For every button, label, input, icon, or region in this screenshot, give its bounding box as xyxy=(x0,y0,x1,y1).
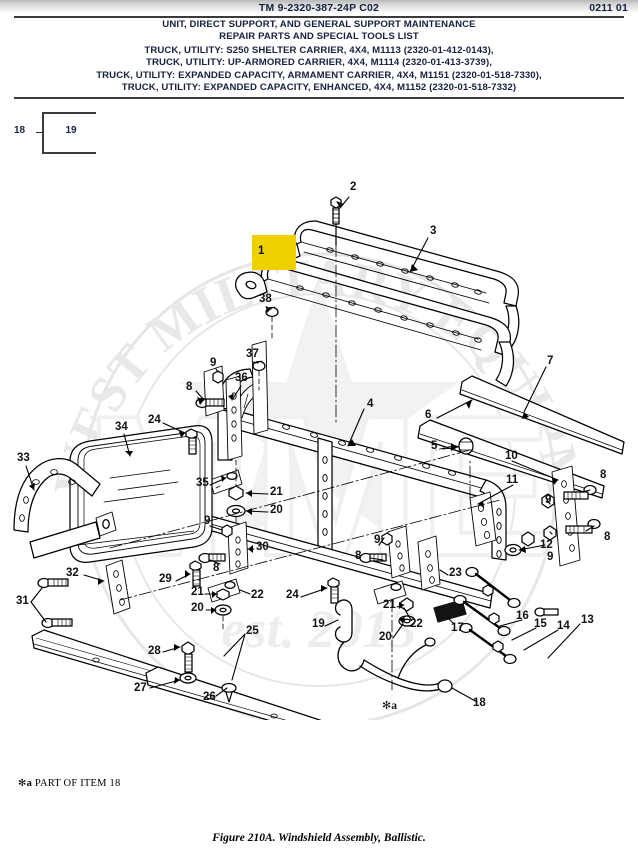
model-line-4: TRUCK, UTILITY: EXPANDED CAPACITY, ENHAN… xyxy=(121,82,517,94)
footnote-text: PART OF ITEM 18 xyxy=(34,778,121,789)
leader-arrowheads xyxy=(29,201,558,684)
callout-8-b: 8 xyxy=(213,562,220,574)
callout-19: 19 xyxy=(312,618,325,630)
lanyard-18-19 xyxy=(334,599,453,693)
callout-34: 34 xyxy=(115,421,128,433)
channel-rails-25 xyxy=(31,629,322,720)
star-glyph: ✻ xyxy=(382,699,392,712)
callout-17: 17 xyxy=(451,622,464,634)
callout-15: 15 xyxy=(534,618,547,630)
callout-1: 1 xyxy=(258,245,265,257)
callout-9-c: 9 xyxy=(374,534,381,546)
item-19-label: 19 xyxy=(65,125,77,136)
callout-11: 11 xyxy=(506,474,519,486)
exploded-parts-figure: MIDWEST MILITARY EQUIPMENT MME est. 2013 xyxy=(0,160,638,720)
callout-35: 35 xyxy=(196,477,209,489)
model-line-1: TRUCK, UTILITY: S250 SHELTER CARRIER, 4X… xyxy=(144,44,494,56)
callout-9: 9 xyxy=(210,357,217,369)
hinge-plate-35 xyxy=(209,469,243,495)
callout-24: 24 xyxy=(148,414,161,426)
callout-16: 16 xyxy=(516,610,529,622)
callout-36: 36 xyxy=(235,372,248,384)
hardware-stack-20-21-a xyxy=(226,459,246,533)
callout-33: 33 xyxy=(17,452,30,464)
callout-29: 29 xyxy=(159,573,172,585)
callout-20-c: 20 xyxy=(379,631,392,643)
page-header: TM 9-2320-387-24P C02 0211 01 xyxy=(0,2,638,16)
top-frame-rail xyxy=(268,220,520,347)
title-line-1: UNIT, DIRECT SUPPORT, AND GENERAL SUPPOR… xyxy=(162,19,476,30)
title-line-2: REPAIR PARTS AND SPECIAL TOOLS LIST xyxy=(219,31,419,43)
callout-8-d: 8 xyxy=(600,469,607,481)
callout-20-b: 20 xyxy=(191,602,204,614)
item-reference-box: 18 19 xyxy=(14,108,134,160)
footnote-part-of-item: ✻a PART OF ITEM 18 xyxy=(18,778,120,789)
callout-30: 30 xyxy=(256,541,269,553)
callout-37: 37 xyxy=(246,348,259,360)
model-line-3: TRUCK, UTILITY: EXPANDED CAPACITY, ARMAM… xyxy=(96,69,542,81)
star-marker-figure: ✻a xyxy=(382,700,397,713)
second-frame-rail xyxy=(235,257,515,387)
bolts-31 xyxy=(37,577,73,629)
bracket-23-block-17 xyxy=(417,535,467,623)
windshield-assembly-line-art xyxy=(13,196,625,720)
page-top-shading xyxy=(0,0,638,14)
callout-8: 8 xyxy=(186,381,193,393)
callout-13: 13 xyxy=(581,614,594,626)
callout-21-b: 21 xyxy=(191,586,204,598)
callout-14: 14 xyxy=(557,620,570,632)
callout-3: 3 xyxy=(430,225,437,237)
knob-5 xyxy=(435,437,474,455)
document-number: TM 9-2320-387-24P C02 xyxy=(258,2,380,14)
callout-22: 22 xyxy=(251,589,264,601)
callout-32: 32 xyxy=(66,567,79,579)
callout-21-c: 21 xyxy=(383,599,396,611)
callout-8-c: 8 xyxy=(355,550,362,562)
page-number: 0211 01 xyxy=(589,2,628,14)
item-19-box-outline xyxy=(42,112,96,154)
header-divider-bottom xyxy=(14,97,624,99)
model-line-2: TRUCK, UTILITY: UP-ARMORED CARRIER, 4X4,… xyxy=(145,57,493,69)
callout-38: 38 xyxy=(259,293,272,305)
callout-31: 31 xyxy=(16,595,29,607)
callout-7: 7 xyxy=(547,355,554,367)
callout-23: 23 xyxy=(449,567,462,579)
callout-9-b: 9 xyxy=(204,515,211,527)
callout-25: 25 xyxy=(246,625,259,637)
callout-9-e: 9 xyxy=(547,551,554,563)
footnote-star-icon: ✻ xyxy=(18,778,27,789)
item-18-leader-line xyxy=(36,131,44,134)
hardware-26-27-28 xyxy=(179,641,237,703)
callout-9-d: 9 xyxy=(545,494,552,506)
highlight-box-item-1 xyxy=(252,235,296,270)
callout-8-e: 8 xyxy=(604,531,611,543)
plates-10-11 xyxy=(469,465,581,567)
item-18-label: 18 xyxy=(14,125,26,136)
callout-20: 20 xyxy=(270,504,283,516)
footnote-sublabel: a xyxy=(26,778,33,789)
screws-24 xyxy=(185,428,340,604)
callout-4: 4 xyxy=(367,398,374,410)
callout-26: 26 xyxy=(203,691,216,703)
linkage-rods-13-16 xyxy=(453,566,559,665)
bolts-nuts-right xyxy=(504,484,601,557)
arm-bracket-33 xyxy=(13,458,117,559)
callout-22-b: 22 xyxy=(410,618,423,630)
callout-6: 6 xyxy=(425,409,432,421)
callout-28: 28 xyxy=(148,645,161,657)
hinge-bracket-group-mid-left xyxy=(189,521,249,631)
figure-caption: Figure 210A. Windshield Assembly, Ballis… xyxy=(212,832,426,844)
callout-10: 10 xyxy=(505,450,518,462)
callout-27: 27 xyxy=(134,682,147,694)
callout-24-b: 24 xyxy=(286,589,299,601)
star-sublabel: a xyxy=(391,700,397,712)
callout-5: 5 xyxy=(431,440,438,452)
callout-21: 21 xyxy=(270,486,283,498)
plate-32 xyxy=(105,559,131,615)
header-divider-top xyxy=(14,16,624,18)
callout-2: 2 xyxy=(350,181,357,193)
title-block: UNIT, DIRECT SUPPORT, AND GENERAL SUPPOR… xyxy=(0,19,638,94)
callout-18: 18 xyxy=(473,697,486,709)
callout-12: 12 xyxy=(540,539,553,551)
